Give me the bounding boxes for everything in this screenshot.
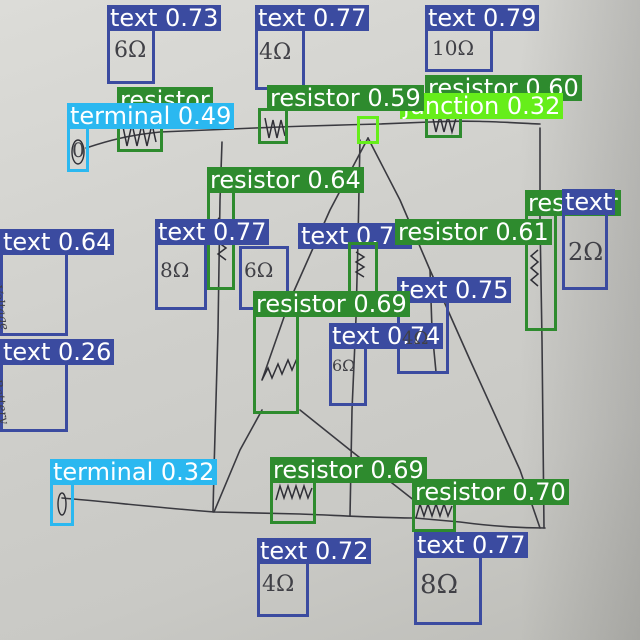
det-text-4ohm-top: text 0.77 [255, 5, 370, 90]
det-score: 0.32 [506, 92, 561, 120]
det-text-2ohm: text [562, 189, 616, 290]
det-text-voltage: text 0.64 [0, 229, 115, 336]
handwriting-8ohm-left: 8Ω [160, 258, 190, 282]
det-class: text [258, 4, 306, 32]
det-score: 0.69 [370, 456, 424, 484]
det-class: text [301, 222, 349, 250]
terminal-top-circle [71, 139, 85, 165]
det-class: terminal [70, 102, 171, 130]
handwriting-6ohm-mid: 6Ω [244, 258, 274, 282]
det-junction-top: junction 0.32 [357, 93, 564, 144]
det-class: resistor [256, 290, 346, 318]
det-class: text [260, 537, 308, 565]
det-class: text [158, 218, 206, 246]
det-class: resistor [270, 84, 360, 112]
det-resistor-center-vertical: resistor 0.61 [348, 219, 552, 296]
det-class: text [3, 228, 51, 256]
det-class: resistor [398, 218, 488, 246]
det-class: text [3, 338, 51, 366]
det-class: resistor [415, 478, 505, 506]
det-terminal-bottom: terminal 0.32 [50, 459, 218, 526]
det-class: resistor [273, 456, 363, 484]
zigzag-vertical-2 [354, 251, 366, 278]
top-wire [85, 120, 541, 149]
det-resistor-diagonal: resistor 0.69 [253, 291, 410, 414]
det-score: 0.74 [387, 322, 441, 350]
det-score: 0.49 [177, 102, 232, 130]
right-vertical-wire [539, 127, 545, 529]
det-score: 0.77 [313, 4, 367, 32]
det-score: 0.72 [315, 537, 369, 565]
handwriting-8ohm-bottom: 8Ω [420, 570, 459, 600]
terminal-bottom-circle [57, 492, 67, 516]
det-score: 0.61 [495, 218, 549, 246]
det-score: 0.26 [58, 338, 112, 366]
det-resistor-top-mid: resistor 0.59 [258, 85, 424, 144]
det-score: 0.64 [58, 228, 112, 256]
det-text-4ohm-bottom: text 0.72 [257, 538, 372, 617]
zigzag-top-mid [264, 117, 286, 139]
det-text-battery: text 0.26 [0, 339, 115, 432]
det-class: text [332, 322, 380, 350]
lower-right-wire [299, 409, 421, 506]
det-score: 0.70 [512, 478, 566, 506]
handwriting-4ohm-bottom: 4Ω [262, 572, 295, 597]
det-terminal-top: terminal 0.49 [67, 103, 235, 172]
zigzag-top-right [431, 113, 457, 135]
handwriting-6ohm-center: 6Ω [332, 356, 356, 375]
center-wire [349, 139, 361, 517]
bottom-wire [61, 497, 546, 529]
det-text-6ohm-top: text 0.73 [107, 5, 222, 84]
det-score: 0.32 [160, 458, 215, 486]
zigzag-bottom-right [415, 501, 453, 519]
det-resistor-bottom-mid: resistor 0.69 [270, 457, 427, 524]
det-score: 0.69 [353, 290, 407, 318]
det-text-6ohm-center: text 0.74 [329, 323, 444, 406]
det-class: resistor [210, 166, 300, 194]
det-text-10ohm: text 0.79 [425, 5, 540, 72]
det-resistor-bottom-right: resistor 0.70 [412, 479, 569, 532]
det-class: text [417, 531, 465, 559]
det-score: 0.77 [472, 531, 526, 559]
handwriting-0: 0 [72, 138, 85, 162]
zigzag-diag [261, 355, 299, 381]
lower-diagonal-wire [213, 409, 263, 513]
det-score: 0.75 [455, 276, 509, 304]
zigzag-vertical-3 [529, 249, 540, 287]
det-class: text [110, 4, 158, 32]
handwriting-4ohm-top: 4Ω [259, 40, 292, 65]
det-score: 0.73 [165, 4, 219, 32]
det-class: terminal [53, 458, 154, 486]
det-text-8ohm-bottom: text 0.77 [414, 532, 529, 625]
det-score: 0.77 [213, 218, 267, 246]
det-resistor-vertical-left: resistor 0.64 [207, 167, 364, 290]
det-score: 0.79 [483, 4, 537, 32]
handwriting-4ohm-mid: 4Ω [402, 328, 429, 349]
handwriting-2ohm: 2Ω [568, 238, 604, 266]
handwriting-6ohm-top: 6Ω [114, 38, 147, 63]
handwriting-10ohm: 10Ω [432, 36, 475, 60]
det-text-8ohm-left: text 0.77 [155, 219, 270, 310]
det-score: 0.59 [367, 84, 421, 112]
det-class: text [428, 4, 476, 32]
det-score: 0.64 [307, 166, 361, 194]
det-class: text [565, 188, 613, 216]
zigzag-bottom-mid [275, 483, 313, 501]
